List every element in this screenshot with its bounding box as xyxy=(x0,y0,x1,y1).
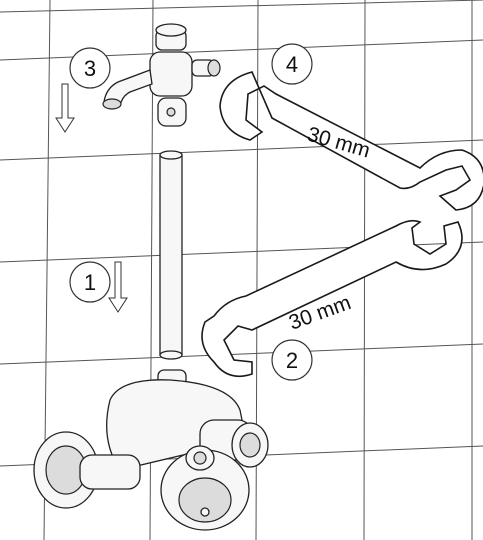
arrow-down-icon xyxy=(108,261,128,313)
step-3-number: 3 xyxy=(84,56,96,81)
top-fitting xyxy=(102,23,221,127)
step-1-callout: 1 xyxy=(69,261,111,303)
step-4-number: 4 xyxy=(286,52,298,77)
step-4-callout: 4 xyxy=(271,43,313,85)
wrench-upper xyxy=(219,71,483,211)
mixer-valve xyxy=(33,369,269,531)
step-3-callout: 3 xyxy=(69,47,111,89)
step-1-number: 1 xyxy=(84,270,96,295)
wrench-lower xyxy=(201,219,463,378)
step-2-callout: 2 xyxy=(271,339,313,381)
vertical-pipe xyxy=(159,150,183,360)
arrow-down-icon xyxy=(55,83,75,133)
step-2-number: 2 xyxy=(286,348,298,373)
